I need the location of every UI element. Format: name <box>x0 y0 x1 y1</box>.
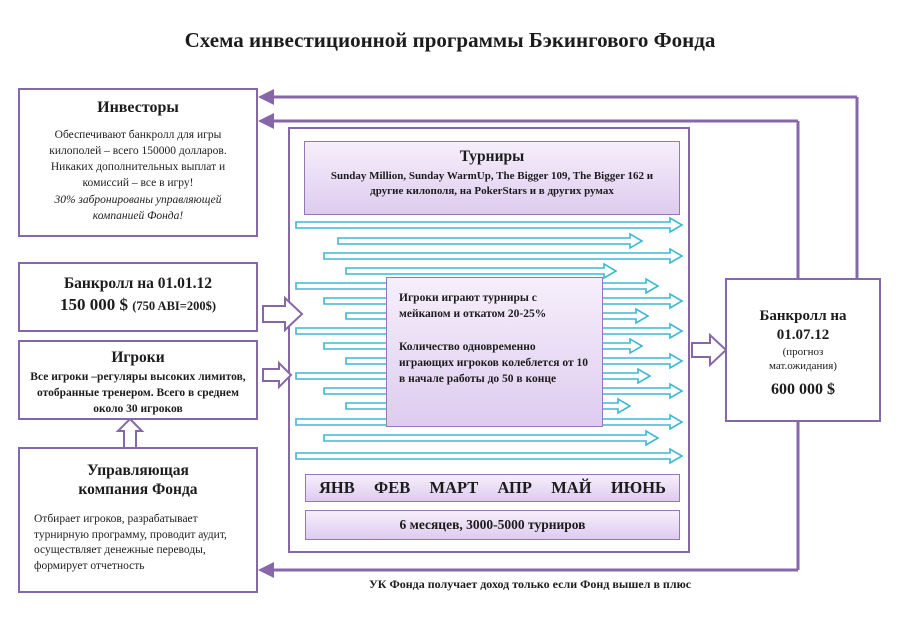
gameplay-info-box: Игроки играют турниры с мейкапом и откат… <box>386 277 603 427</box>
bankroll-start-amount-value: 150 000 $ <box>59 295 133 314</box>
investors-note: 30% забронированы управляющей компанией … <box>54 194 222 223</box>
players-box: Игроки Все игроки –регуляры высоких лими… <box>18 340 258 420</box>
tournament-period-frame <box>288 127 690 553</box>
bankroll-start-amount: 150 000 $ (750 ABI=200$) <box>20 295 256 315</box>
flow-arrow-players-icon <box>262 360 293 390</box>
tournaments-body: Sunday Million, Sunday WarmUp, The Bigge… <box>330 170 654 198</box>
investors-body: Обеспечивают банкролл для игры килополей… <box>49 129 227 189</box>
management-box: Управляющая компания Фонда Отбирает игро… <box>18 447 258 593</box>
management-body: Отбирает игроков, разрабатывает турнирну… <box>34 512 227 573</box>
bankroll-start-box: Банкролл на 01.01.12 150 000 $ (750 ABI=… <box>18 262 258 332</box>
month-label: МАЙ <box>551 478 592 497</box>
page-title: Схема инвестиционной программы Бэкингово… <box>184 28 716 52</box>
bankroll-end-line1: Банкролл на <box>759 308 847 324</box>
select-players-arrow-icon <box>115 417 145 449</box>
bankroll-end-note2: мат.ожидания) <box>769 359 837 372</box>
month-label: ФЕВ <box>374 478 411 497</box>
flow-arrow-result-icon <box>691 332 728 368</box>
months-row: ЯНВ ФЕВ МАРТ АПР МАЙ ИЮНЬ <box>305 474 680 502</box>
gameplay-info-p2: Количество одновременно играющих игроков… <box>399 341 589 386</box>
duration-box: 6 месяцев, 3000-5000 турниров <box>305 510 680 540</box>
players-body: Все игроки –регуляры высоких лимитов, от… <box>30 371 246 415</box>
tournaments-title: Турниры <box>459 148 525 165</box>
month-label: МАРТ <box>429 478 479 497</box>
month-label: АПР <box>497 478 532 497</box>
month-label: ИЮНЬ <box>610 478 666 497</box>
players-title: Игроки <box>111 349 165 366</box>
bankroll-end-line2: 01.07.12 <box>776 326 830 343</box>
bankroll-end-amount: 600 000 $ <box>771 381 835 399</box>
bankroll-end-note1: (прогноз <box>782 345 824 358</box>
bankroll-start-title: Банкролл на 01.01.12 <box>63 275 213 292</box>
gameplay-info-p1: Игроки играют турниры с мейкапом и откат… <box>399 292 547 321</box>
month-label: ЯНВ <box>319 478 355 497</box>
tournaments-box: Турниры Sunday Million, Sunday WarmUp, T… <box>304 141 680 215</box>
investors-title: Инвесторы <box>97 99 179 116</box>
investors-box: Инвесторы Обеспечивают банкролл для игры… <box>18 88 258 237</box>
bankroll-end-box: Банкролл на 01.07.12 (прогноз мат.ожидан… <box>725 278 881 422</box>
footer-note: УК Фонда получает доход только если Фонд… <box>368 577 692 591</box>
management-title: Управляющая компания Фонда <box>78 462 198 499</box>
bankroll-start-detail: (750 ABI=200$) <box>132 299 217 313</box>
